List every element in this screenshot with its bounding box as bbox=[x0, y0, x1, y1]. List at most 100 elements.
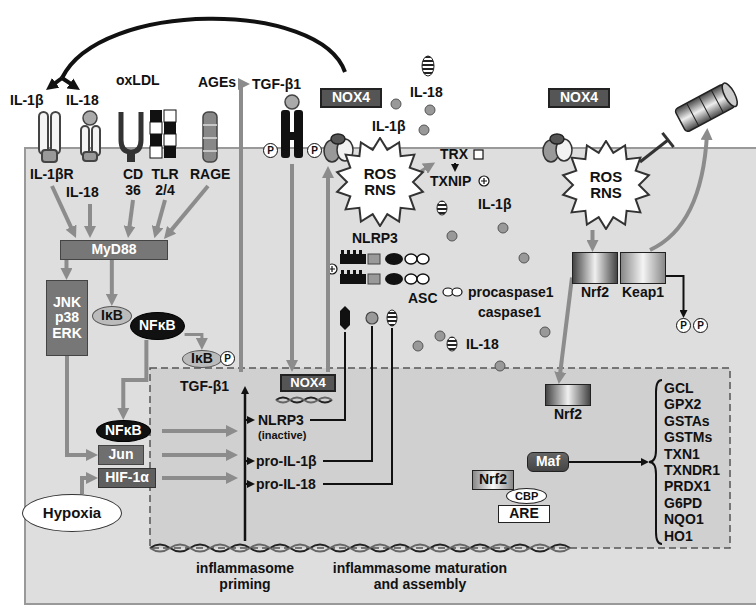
il18-receptor bbox=[83, 152, 97, 161]
signal-arrows bbox=[290, 164, 294, 366]
phosphate-circle: P bbox=[676, 318, 691, 333]
cytokine-particles bbox=[422, 56, 434, 76]
enzyme-box: NOX4 bbox=[320, 88, 382, 108]
cytokine-particles bbox=[519, 253, 529, 263]
node-text: NOX4 bbox=[290, 376, 325, 390]
signal-arrows bbox=[162, 453, 232, 457]
phosphate-circle: P bbox=[693, 318, 708, 333]
nrf2-box: Nrf2 bbox=[545, 384, 591, 406]
gene-label: pro-IL-18 bbox=[256, 476, 316, 492]
tlr-receptor bbox=[164, 146, 176, 158]
il18-receptor bbox=[81, 111, 100, 161]
nrf2-box: Nrf2 bbox=[572, 252, 618, 284]
protein-label: TRX bbox=[440, 146, 468, 162]
inflammasome-complex bbox=[368, 254, 380, 264]
enzyme-box: NOX4 bbox=[548, 88, 610, 108]
inhibitor-oval: IκB bbox=[92, 306, 132, 326]
gene-expression-lines bbox=[245, 163, 645, 541]
signal-arrows bbox=[421, 166, 430, 171]
inactive-protein-icons bbox=[340, 306, 397, 330]
node-text: Hypoxia bbox=[43, 505, 101, 522]
cytokine-particles bbox=[498, 223, 508, 233]
cytokine-particles bbox=[495, 361, 505, 371]
inflammasome-complex bbox=[340, 250, 366, 264]
node-text: P bbox=[311, 145, 318, 156]
tlr-receptor bbox=[150, 134, 162, 146]
gene-label: pro-IL-1β bbox=[256, 453, 317, 469]
signal-arrow bbox=[123, 340, 146, 414]
adaptor-box: MyD88 bbox=[60, 240, 168, 260]
gene-expression-lines bbox=[245, 483, 251, 485]
feedback-arc bbox=[62, 19, 345, 78]
receptor-label: IL-1βR bbox=[30, 166, 74, 182]
node-text: Nrf2 bbox=[581, 285, 609, 300]
nox4-complex bbox=[331, 134, 345, 144]
transcription-factor-box: Jun bbox=[98, 445, 144, 465]
signal-arrows bbox=[162, 429, 232, 433]
node-text: NFκB bbox=[139, 318, 176, 333]
signal-arrow bbox=[110, 260, 114, 300]
rage-receptor bbox=[203, 112, 217, 162]
process-caption: inflammasome priming bbox=[190, 560, 300, 592]
cytokine-particles bbox=[437, 201, 447, 215]
node-text: ARE bbox=[509, 506, 539, 521]
maf-box: Maf bbox=[527, 452, 569, 472]
tgf-receptor bbox=[283, 132, 301, 140]
cytokine-particles bbox=[540, 327, 550, 337]
gene-label: GSTAs bbox=[664, 413, 710, 429]
receptor-label: RAGE bbox=[190, 166, 230, 182]
cytokine-label: IL-1β bbox=[10, 92, 43, 108]
gene-expression-lines bbox=[245, 460, 251, 462]
cd36-receptor bbox=[121, 112, 141, 152]
gene-label: GPX2 bbox=[664, 396, 701, 412]
gene-label: GSTMs bbox=[664, 429, 712, 445]
gene-label: TXNDR1 bbox=[664, 462, 720, 478]
phosphate-circle: P bbox=[263, 143, 278, 158]
tlr-receptor bbox=[150, 146, 162, 158]
trx-symbols bbox=[474, 150, 489, 186]
inhibitor-oval: IκB bbox=[182, 350, 222, 368]
gene-box: NOX4 bbox=[280, 374, 336, 392]
gene-label: G6PD bbox=[664, 495, 702, 511]
cytokine-particles bbox=[447, 231, 457, 241]
protein-label: ASC bbox=[408, 290, 438, 306]
gene-label: NQO1 bbox=[664, 511, 704, 527]
signal-arrows bbox=[241, 84, 244, 372]
cytokine-label: IL-18 bbox=[410, 84, 443, 100]
ligand-label: oxLDL bbox=[116, 72, 160, 88]
inflammasome-complex bbox=[385, 253, 403, 265]
signal-arrow bbox=[64, 260, 68, 274]
gene-expression-lines bbox=[569, 461, 645, 463]
keap1-box: Keap1 bbox=[620, 252, 666, 284]
coactivator-oval: CBP bbox=[506, 488, 547, 504]
cytokine-particles bbox=[462, 246, 468, 258]
signal-arrows bbox=[52, 84, 707, 478]
cytokine-particles bbox=[456, 306, 462, 318]
tlr-receptor bbox=[150, 122, 162, 134]
gene-bracket bbox=[649, 380, 662, 544]
tlr-receptor bbox=[150, 110, 176, 158]
gene-label: NLRP3 bbox=[258, 412, 304, 428]
nucleus-region bbox=[150, 368, 730, 548]
dna-helix bbox=[276, 398, 332, 403]
cytokine-label: IL-18 bbox=[66, 92, 99, 108]
growth-factor-label: TGF-β1 bbox=[252, 76, 301, 92]
condition-oval: Hypoxia bbox=[22, 494, 122, 532]
cytokine-particles bbox=[530, 200, 536, 212]
gene-expression-lines bbox=[244, 390, 247, 541]
tlr-receptor bbox=[164, 122, 176, 134]
node-text: P bbox=[267, 145, 274, 156]
process-caption: inflammasome maturation and assembly bbox=[330, 560, 510, 592]
signal-arrows bbox=[156, 200, 165, 233]
signal-arrows bbox=[650, 134, 707, 250]
inflammasome-complex bbox=[417, 274, 429, 284]
cytokine-particles bbox=[413, 341, 423, 351]
cytokine-particles bbox=[435, 331, 445, 341]
gene-expression-lines bbox=[323, 326, 372, 461]
node-text: NOX4 bbox=[560, 90, 598, 105]
star-outline bbox=[563, 141, 649, 229]
gene-expression-lines bbox=[454, 163, 456, 168]
protein-label: TXNIP bbox=[430, 173, 471, 189]
trx-symbols bbox=[479, 176, 489, 186]
